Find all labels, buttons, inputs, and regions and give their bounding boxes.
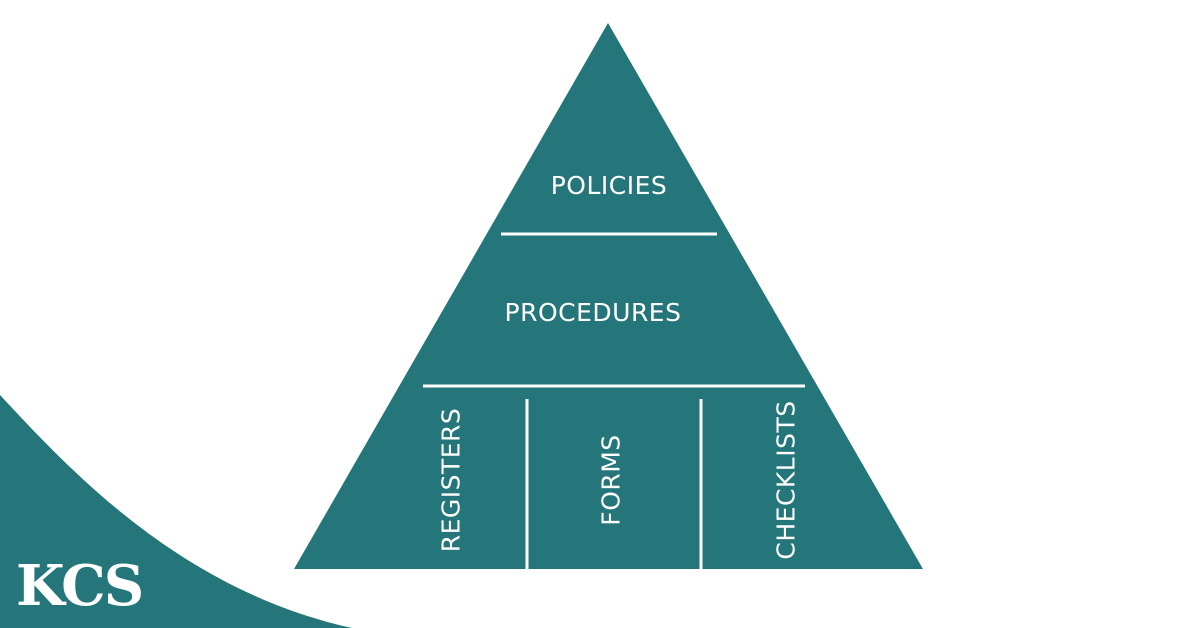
column-label-checklists: CHECKLISTS [772,400,801,559]
column-label-forms: FORMS [597,434,626,525]
tier-label-policies: POLICIES [551,171,668,200]
tier-label-procedures: PROCEDURES [505,298,682,327]
pyramid-shape [294,23,923,569]
corner-swoosh [0,395,352,628]
kcs-logo: KCS [16,553,142,619]
column-label-registers: REGISTERS [437,408,466,553]
